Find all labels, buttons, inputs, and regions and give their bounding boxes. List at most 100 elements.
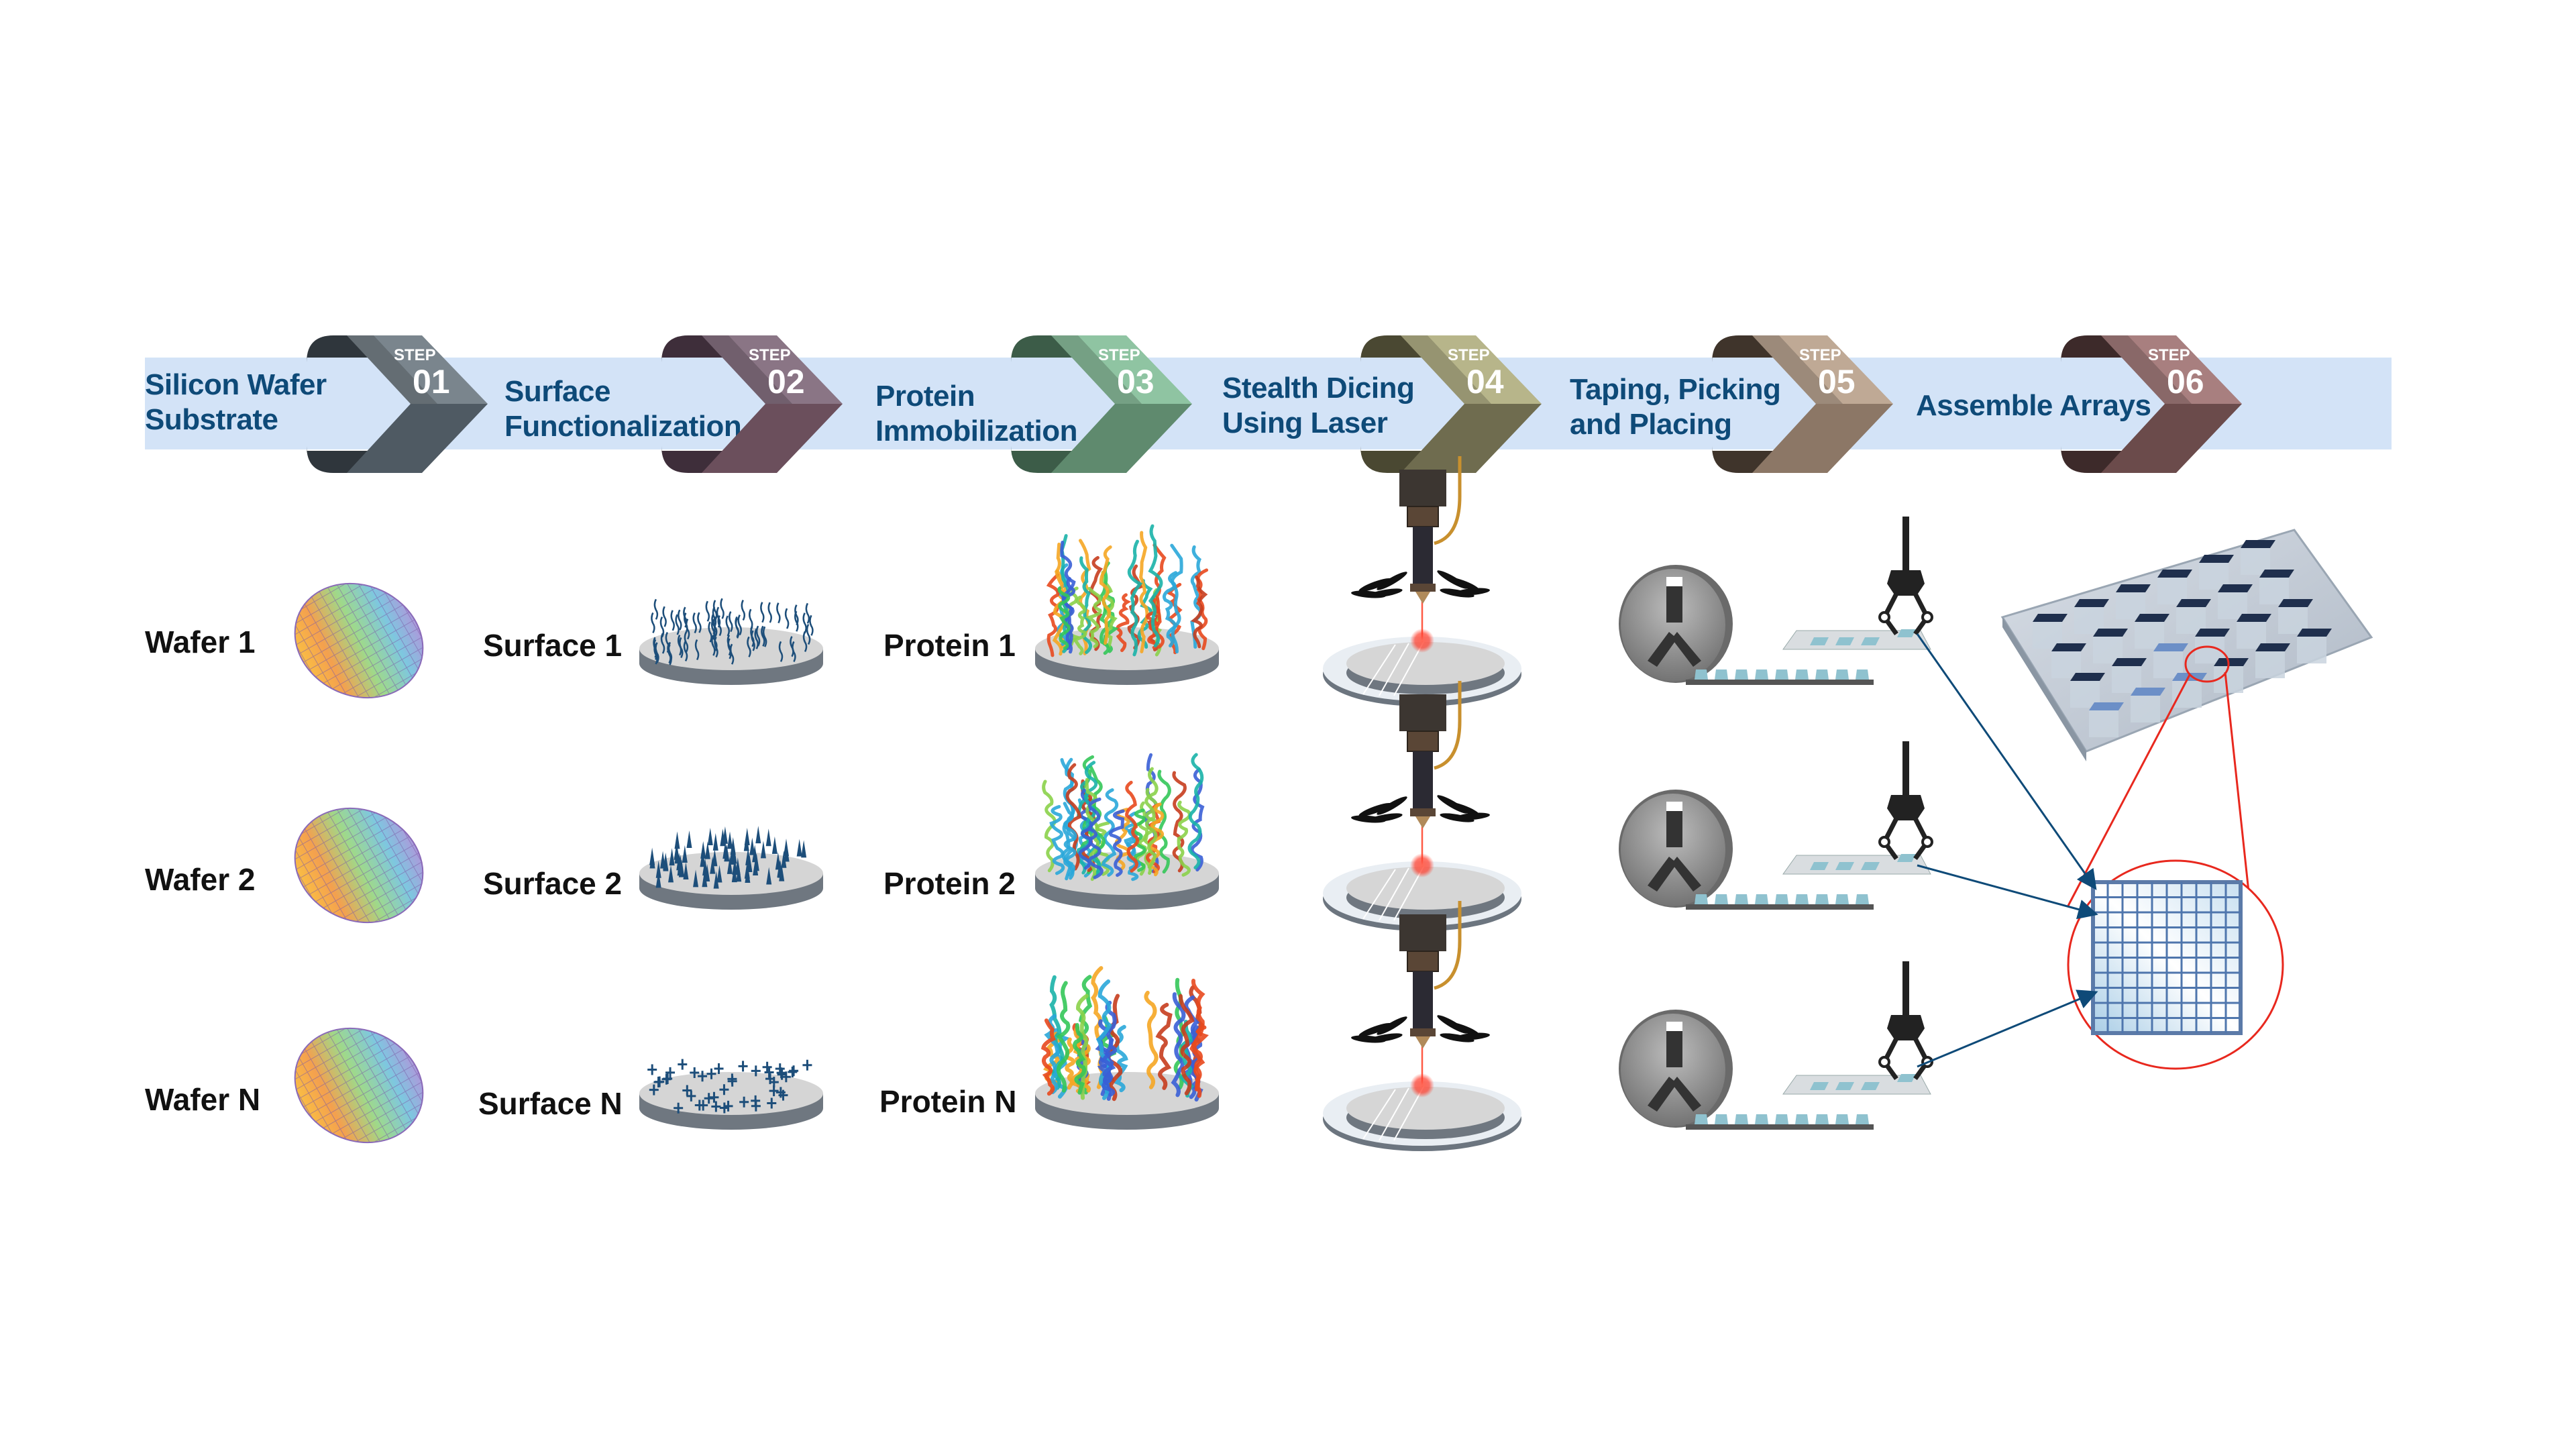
protein-strand — [1187, 753, 1204, 869]
array-cube-top — [2157, 570, 2192, 578]
spike-molecule — [749, 837, 755, 855]
charge-marker — [789, 1065, 799, 1077]
protein-strand — [1144, 767, 1159, 869]
protein-strand — [1127, 539, 1143, 657]
spike-molecule — [747, 854, 753, 872]
step-word: STEP — [1448, 346, 1490, 364]
protein-strand — [1072, 595, 1087, 655]
spike-molecule — [731, 865, 737, 883]
tape-pocket-chip — [1715, 669, 1728, 680]
chevron-upper-face — [347, 335, 488, 404]
reel-spoke — [1672, 857, 1701, 892]
linker-molecule — [708, 621, 712, 643]
step-number: 06 — [2167, 363, 2204, 400]
chevron-arrow-icon — [1712, 335, 1893, 473]
debris-particle — [1358, 578, 1392, 592]
linker-molecule — [684, 612, 688, 634]
spike-molecule — [716, 865, 722, 883]
protein-strand — [1096, 979, 1112, 1100]
silicon-wafer-icon — [294, 807, 424, 924]
spike-molecule — [669, 848, 675, 866]
chevron-lower-face — [347, 404, 488, 473]
spike-molecule — [720, 828, 726, 847]
array-cube-top — [2176, 599, 2211, 607]
charge-marker — [802, 1059, 812, 1071]
linker-molecule — [653, 598, 659, 620]
laser-nozzle — [1415, 1036, 1430, 1049]
spike-molecule — [752, 845, 758, 863]
tape-pocket-chip — [1755, 894, 1768, 904]
chevron-arrow-icon — [307, 335, 488, 473]
picked-chip — [1897, 629, 1916, 637]
reel-face — [1621, 569, 1725, 682]
debris-particle — [1351, 1035, 1386, 1043]
array-cube-top — [2199, 555, 2234, 563]
protein-strand — [1049, 805, 1065, 875]
gripper-arm — [1902, 961, 1909, 1015]
laser-head-top — [1399, 914, 1446, 951]
spike-molecule — [801, 840, 807, 858]
laser-spot — [1410, 853, 1434, 877]
charge-marker — [781, 1071, 791, 1083]
spike-molecule — [655, 870, 661, 888]
spike-molecule — [704, 841, 710, 859]
linker-molecule — [751, 630, 755, 651]
array-cube-top — [2051, 643, 2086, 651]
step-4-label: Stealth Dicing Using Laser — [1222, 371, 1415, 441]
chevron-shadow — [1051, 335, 1142, 404]
debris-particle — [1358, 1022, 1392, 1037]
gripper-body — [1887, 1015, 1925, 1040]
charge-marker — [698, 1071, 708, 1082]
gripper-body — [1887, 570, 1925, 596]
step-2-label: Surface Functionalization — [504, 374, 742, 444]
process-band — [145, 358, 2392, 449]
charge-marker — [665, 1067, 676, 1078]
array-cube-top — [2241, 540, 2275, 548]
silicon-wafer-icon — [294, 1027, 424, 1144]
laser-head-ring — [1410, 808, 1436, 816]
chevron-arrow-icon — [1011, 335, 1192, 473]
laser-nozzle — [1415, 592, 1430, 604]
step-number: 03 — [1117, 363, 1155, 400]
picked-chip — [1897, 854, 1916, 862]
array-cube-side — [2297, 637, 2326, 663]
linker-molecule — [778, 641, 784, 662]
debris-particle — [1351, 815, 1386, 823]
protein-strand — [1114, 1024, 1128, 1093]
debris-particle — [1358, 802, 1392, 817]
laser-fiber-cable — [1434, 681, 1462, 770]
charge-marker — [775, 1087, 786, 1098]
protein-strand — [1144, 990, 1159, 1089]
linker-molecule — [737, 614, 742, 636]
laser-fiber-cable — [1434, 456, 1462, 545]
functionalized-surface-icon — [639, 598, 823, 685]
chevron-lower-face — [1401, 404, 1542, 473]
protein-strand — [1086, 797, 1104, 879]
chevron-shadow — [347, 335, 437, 404]
spike-molecule — [710, 856, 716, 874]
charge-marker — [788, 1066, 798, 1077]
reel-spoke — [1666, 582, 1682, 623]
spike-molecule — [655, 860, 661, 878]
linker-molecule — [712, 600, 718, 621]
reel-spoke — [1666, 1027, 1682, 1067]
step-1-label: Silicon Wafer Substrate — [145, 368, 327, 437]
charge-marker — [690, 1067, 700, 1078]
linker-molecule — [725, 615, 730, 637]
diced-wafer-top — [1346, 867, 1505, 910]
step-1-label-line2: Substrate — [145, 403, 278, 436]
linker-molecule — [667, 643, 672, 664]
tape-pocket-chip — [1695, 894, 1708, 904]
linker-molecule — [794, 610, 799, 632]
laser-spot — [1410, 629, 1434, 653]
array-cube-top — [2297, 629, 2332, 637]
spike-molecule — [683, 862, 689, 880]
chevron-lower-face — [1051, 404, 1192, 473]
chevron-arrow-icon — [661, 335, 843, 473]
placed-chip — [1810, 862, 1829, 870]
charge-marker — [647, 1064, 657, 1075]
step-4-label-line2: Using Laser — [1222, 407, 1388, 439]
